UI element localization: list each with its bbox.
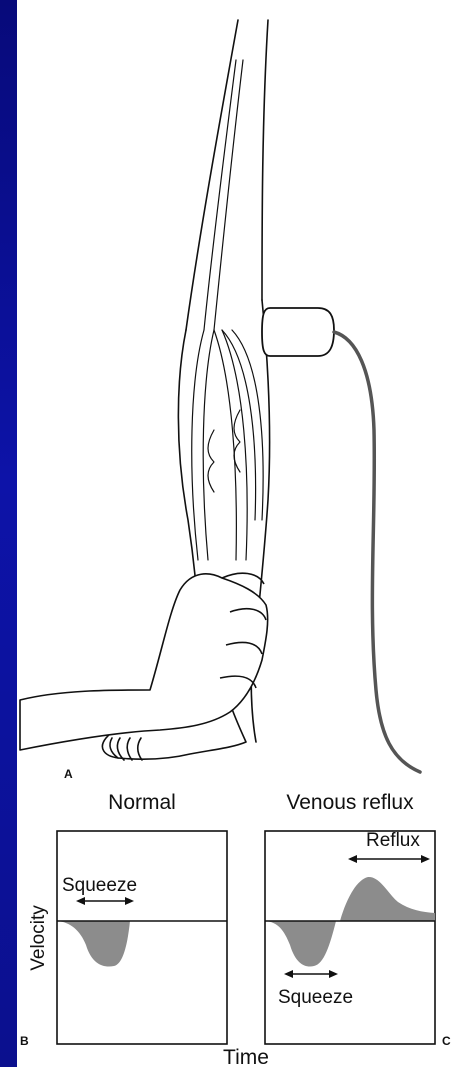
squeeze-label-reflux: Squeeze xyxy=(278,987,353,1008)
reflux-title: Venous reflux xyxy=(286,791,414,814)
time-axis-label: Time xyxy=(223,1046,269,1067)
panel-a-label: A xyxy=(64,767,73,781)
reflux-graph: Squeeze Reflux xyxy=(265,830,435,1044)
hand-icon xyxy=(20,573,268,750)
normal-graph: Squeeze xyxy=(57,831,227,1044)
doppler-probe-icon xyxy=(262,308,420,772)
reflux-label: Reflux xyxy=(366,830,420,851)
panel-b-label: B xyxy=(20,1034,29,1048)
normal-title: Normal xyxy=(108,791,176,814)
panel-c-label: C xyxy=(442,1034,451,1048)
velocity-axis-label: Velocity xyxy=(28,905,49,971)
squeeze-label-normal: Squeeze xyxy=(62,875,137,896)
